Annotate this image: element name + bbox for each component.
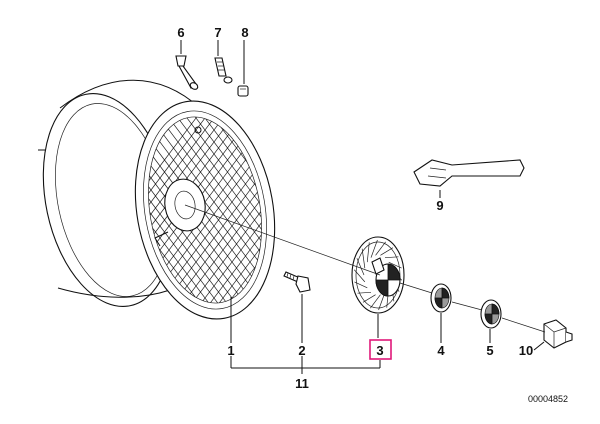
emblem-large[interactable] <box>480 299 502 329</box>
cap-spoke <box>357 291 372 294</box>
mesh-spoke <box>156 107 276 313</box>
mesh-spoke <box>138 107 276 313</box>
cap-spoke <box>366 242 370 263</box>
callout-7[interactable]: 7 <box>214 25 221 40</box>
diagram-reference-number: 00004852 <box>528 394 568 404</box>
cap-spoke <box>384 256 399 259</box>
valve-stem[interactable] <box>175 55 199 91</box>
mesh-spoke <box>252 107 276 313</box>
mesh-spoke <box>189 107 276 313</box>
hub-cap[interactable] <box>351 236 405 314</box>
callout-5[interactable]: 5 <box>486 343 493 358</box>
cap-spoke <box>370 239 378 258</box>
mesh-spoke <box>162 107 276 313</box>
emblem[interactable] <box>430 283 452 313</box>
mesh-spoke <box>134 107 248 313</box>
hex-nut[interactable] <box>543 319 573 349</box>
cap-spoke <box>356 258 365 276</box>
valve-cap[interactable] <box>237 85 249 97</box>
cap-spoke <box>380 247 394 256</box>
mesh-spoke <box>147 107 276 313</box>
callout-6[interactable]: 6 <box>177 25 184 40</box>
callout-9[interactable]: 9 <box>436 198 443 213</box>
callout-3[interactable]: 3 <box>376 343 383 358</box>
leader-lines <box>180 40 546 374</box>
cap-spoke <box>362 294 376 303</box>
callout-1[interactable]: 1 <box>227 343 234 358</box>
valve-insert[interactable] <box>214 57 233 84</box>
callout-8[interactable]: 8 <box>241 25 248 40</box>
callout-10[interactable]: 10 <box>519 343 533 358</box>
mesh-spoke <box>165 107 276 313</box>
callout-4[interactable]: 4 <box>437 343 445 358</box>
callout-2[interactable]: 2 <box>298 343 305 358</box>
mesh-spoke <box>207 107 276 313</box>
mesh-spoke <box>134 107 221 313</box>
callout-11[interactable]: 11 <box>295 376 309 391</box>
wheel-bolt[interactable] <box>283 271 311 293</box>
cap-spoke <box>361 248 366 269</box>
cap-spoke <box>370 294 381 309</box>
cap-spoke <box>388 261 402 269</box>
mesh-spoke <box>198 107 276 313</box>
mesh-spoke <box>192 107 276 313</box>
cap-spoke <box>354 269 366 283</box>
cap-spoke <box>354 281 368 289</box>
wheel-key[interactable] <box>413 159 525 187</box>
highlight-box <box>369 339 392 360</box>
cap-spoke <box>375 241 386 256</box>
